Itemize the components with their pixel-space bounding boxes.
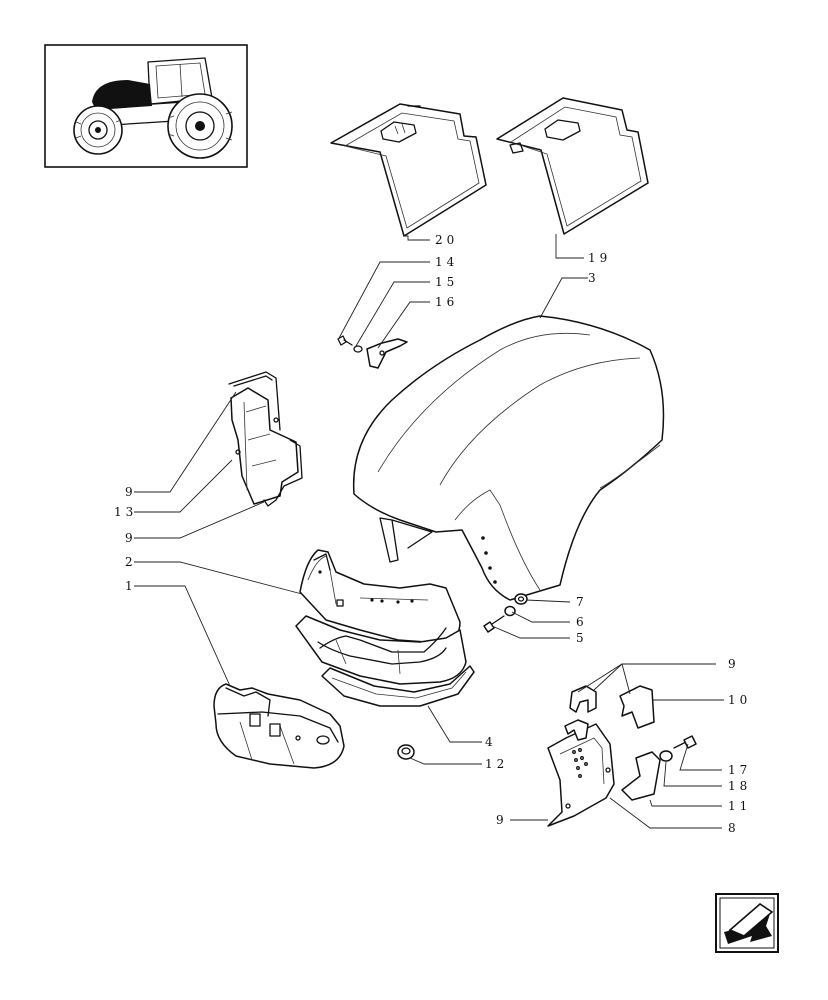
part-20-roof-panel [330,103,487,237]
parts-5-6-7-fasteners [483,593,528,633]
callout-8: 8 [728,821,740,835]
part-1-lamp-housing [213,683,345,769]
callout-9-b: 9 [125,531,137,545]
callout-17: 17 [728,763,751,777]
callout-labels: 20 19 3 14 15 16 9 13 9 2 1 7 6 5 4 12 9… [114,233,751,835]
right-bracket-assembly [547,685,697,827]
callout-1: 1 [125,579,137,593]
callout-6: 6 [576,615,588,629]
callout-13: 13 [114,505,137,519]
callout-2: 2 [125,555,137,569]
leader-lines [134,234,724,829]
callout-5: 5 [576,631,588,645]
callout-16: 16 [435,295,458,309]
callout-11: 11 [728,799,751,813]
callout-4: 4 [485,735,497,749]
callout-12: 12 [485,757,508,771]
part-19-roof-panel [496,97,649,235]
callout-9-d: 9 [496,813,508,827]
tractor-thumbnail-icon [44,44,248,168]
part-13-left-bracket [228,371,303,507]
part-3-hood [352,315,665,601]
callout-3: 3 [588,271,600,285]
callout-19: 19 [588,251,611,265]
callout-20: 20 [435,233,458,247]
callout-7: 7 [576,595,588,609]
callout-10: 10 [728,693,751,707]
callout-18: 18 [728,779,751,793]
callout-9-a: 9 [125,485,137,499]
part-12-nut [397,744,415,760]
part-4-lower-grille [295,615,475,707]
callout-15: 15 [435,275,458,289]
callout-14: 14 [435,255,458,269]
next-page-arrow-icon[interactable] [715,893,779,953]
parts-14-15-16-fasteners [337,335,408,369]
callout-9-c: 9 [728,657,740,671]
